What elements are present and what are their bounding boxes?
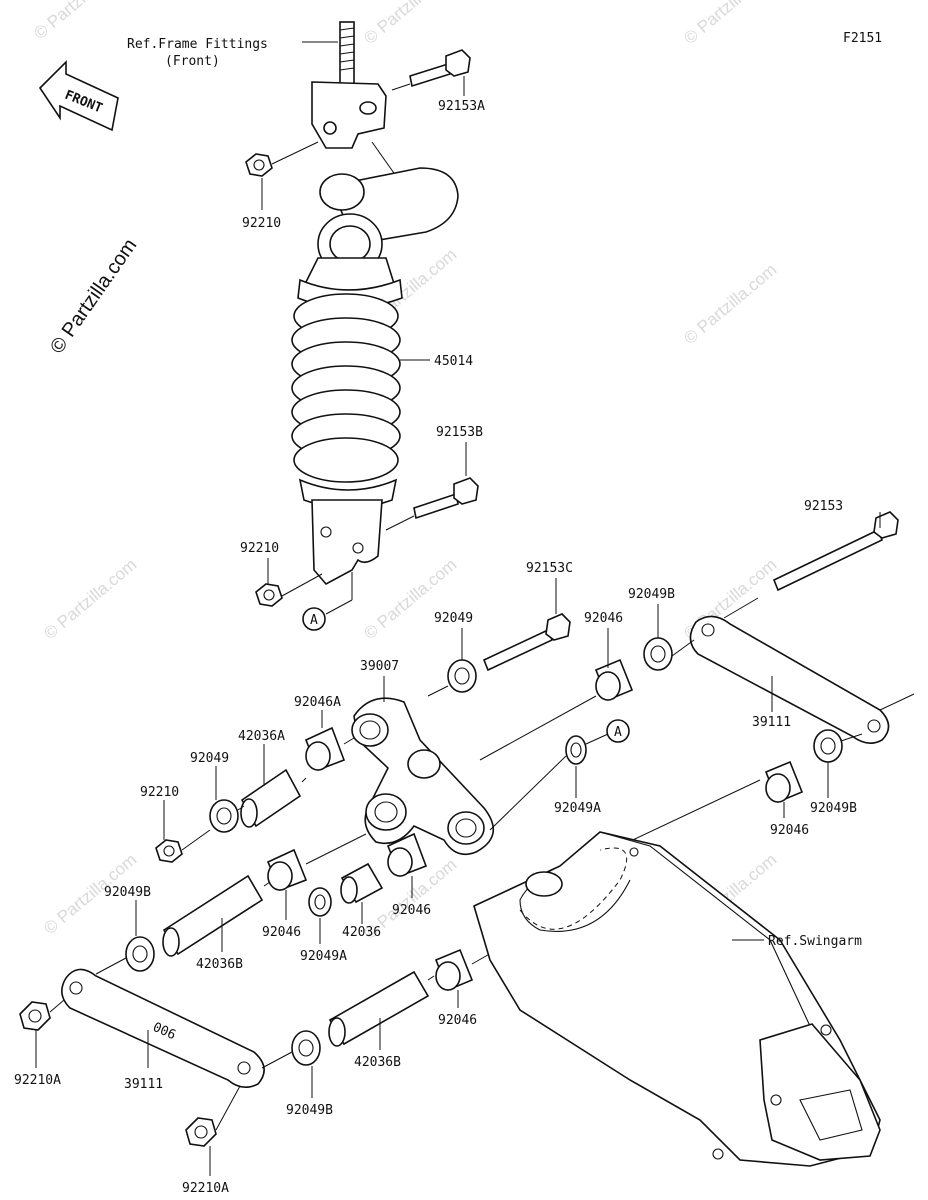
nut-92210A-bottom bbox=[185, 1117, 217, 1147]
label-92049A-mid: 92049A bbox=[300, 949, 347, 964]
washer-92049B-top bbox=[643, 637, 673, 671]
label-92049B-left: 92049B bbox=[104, 885, 151, 900]
watermark: © Partzilla.com bbox=[40, 555, 140, 643]
watermark: © Partzilla.com bbox=[360, 0, 460, 48]
watermark: © Partzilla.com bbox=[30, 0, 130, 43]
nut-92210-top bbox=[245, 153, 273, 177]
label-92046-low: 92046 bbox=[438, 1013, 477, 1028]
label-42036: 42036 bbox=[342, 925, 381, 940]
label-92046-top: 92046 bbox=[584, 611, 623, 626]
watermark: © Partzilla.com bbox=[360, 555, 460, 643]
label-42036B-low: 42036B bbox=[354, 1055, 401, 1070]
label-92046-mid2: 92046 bbox=[392, 903, 431, 918]
label-92153B: 92153B bbox=[436, 425, 483, 440]
label-92049B-top: 92049B bbox=[628, 587, 675, 602]
bolt-92153 bbox=[772, 511, 899, 592]
label-39007: 39007 bbox=[360, 659, 399, 674]
bolt-92153A bbox=[409, 49, 471, 88]
front-arrow-icon: FRONT bbox=[38, 60, 119, 132]
bolt-92153C bbox=[482, 613, 571, 672]
bolt-92153B bbox=[413, 477, 479, 520]
label-42036A: 42036A bbox=[238, 729, 285, 744]
label-45014: 45014 bbox=[434, 354, 473, 369]
label-92049B-low: 92049B bbox=[286, 1103, 333, 1118]
washer-92049-left bbox=[209, 799, 239, 833]
bearing-92046-right bbox=[764, 760, 804, 804]
label-92049-left: 92049 bbox=[190, 751, 229, 766]
collar-42036B-left bbox=[162, 874, 264, 957]
ref-frame-sub-label: (Front) bbox=[165, 54, 220, 69]
watermark: © Partzilla.com bbox=[680, 0, 780, 48]
bearing-92046-low bbox=[434, 948, 474, 992]
washer-92049-top bbox=[447, 659, 477, 693]
bearing-92046-top bbox=[594, 658, 634, 702]
label-92210A-bottom: 92210A bbox=[182, 1181, 229, 1196]
washer-92049B-right bbox=[813, 729, 843, 763]
marker-a-right: A bbox=[614, 725, 622, 740]
label-92210A-left: 92210A bbox=[14, 1073, 61, 1088]
watermark: © Partzilla.com bbox=[680, 260, 780, 348]
label-92049A-right: 92049A bbox=[554, 801, 601, 816]
washer-92049B-low bbox=[291, 1030, 321, 1066]
label-92210-left: 92210 bbox=[140, 785, 179, 800]
ref-swingarm-label: Ref.Swingarm bbox=[768, 934, 862, 949]
label-92049-top: 92049 bbox=[434, 611, 473, 626]
tie-rod-39111-right bbox=[689, 615, 890, 744]
washer-92049B-left bbox=[125, 936, 155, 972]
label-42036B-left: 42036B bbox=[196, 957, 243, 972]
label-39111-right: 39111 bbox=[752, 715, 791, 730]
label-39111-left: 39111 bbox=[124, 1077, 163, 1092]
watermark-main: © Partzilla.com bbox=[46, 235, 141, 358]
label-92153C: 92153C bbox=[526, 561, 573, 576]
washer-92049A-mid bbox=[308, 887, 332, 917]
bearing-92046A bbox=[304, 726, 346, 772]
collar-42036B-low bbox=[328, 970, 430, 1047]
label-92153: 92153 bbox=[804, 499, 843, 514]
figure-code: F2151 bbox=[843, 31, 882, 46]
label-92210-mid: 92210 bbox=[240, 541, 279, 556]
label-92153A: 92153A bbox=[438, 99, 485, 114]
rear-shock-absorber bbox=[291, 141, 459, 586]
label-92210-top: 92210 bbox=[242, 216, 281, 231]
frame-bracket bbox=[311, 21, 387, 149]
marker-a-top: A bbox=[310, 613, 318, 628]
label-92046A: 92046A bbox=[294, 695, 341, 710]
label-92046-mid1: 92046 bbox=[262, 925, 301, 940]
ref-frame-label: Ref.Frame Fittings bbox=[127, 37, 268, 52]
washer-92049A-right bbox=[565, 735, 587, 765]
nut-92210-left bbox=[155, 839, 183, 863]
rocker-arm-39007 bbox=[351, 697, 494, 856]
label-92049B-right: 92049B bbox=[810, 801, 857, 816]
nut-92210A-left bbox=[19, 1001, 51, 1031]
nut-92210-mid bbox=[255, 583, 283, 607]
collar-42036 bbox=[340, 862, 384, 904]
swingarm bbox=[473, 831, 881, 1167]
label-92046-right: 92046 bbox=[770, 823, 809, 838]
collar-42036A bbox=[240, 768, 302, 828]
bearing-92046-mid2 bbox=[386, 832, 428, 878]
tie-rod-39111-left: 006 bbox=[61, 968, 265, 1088]
bearing-92046-mid1 bbox=[266, 848, 308, 892]
